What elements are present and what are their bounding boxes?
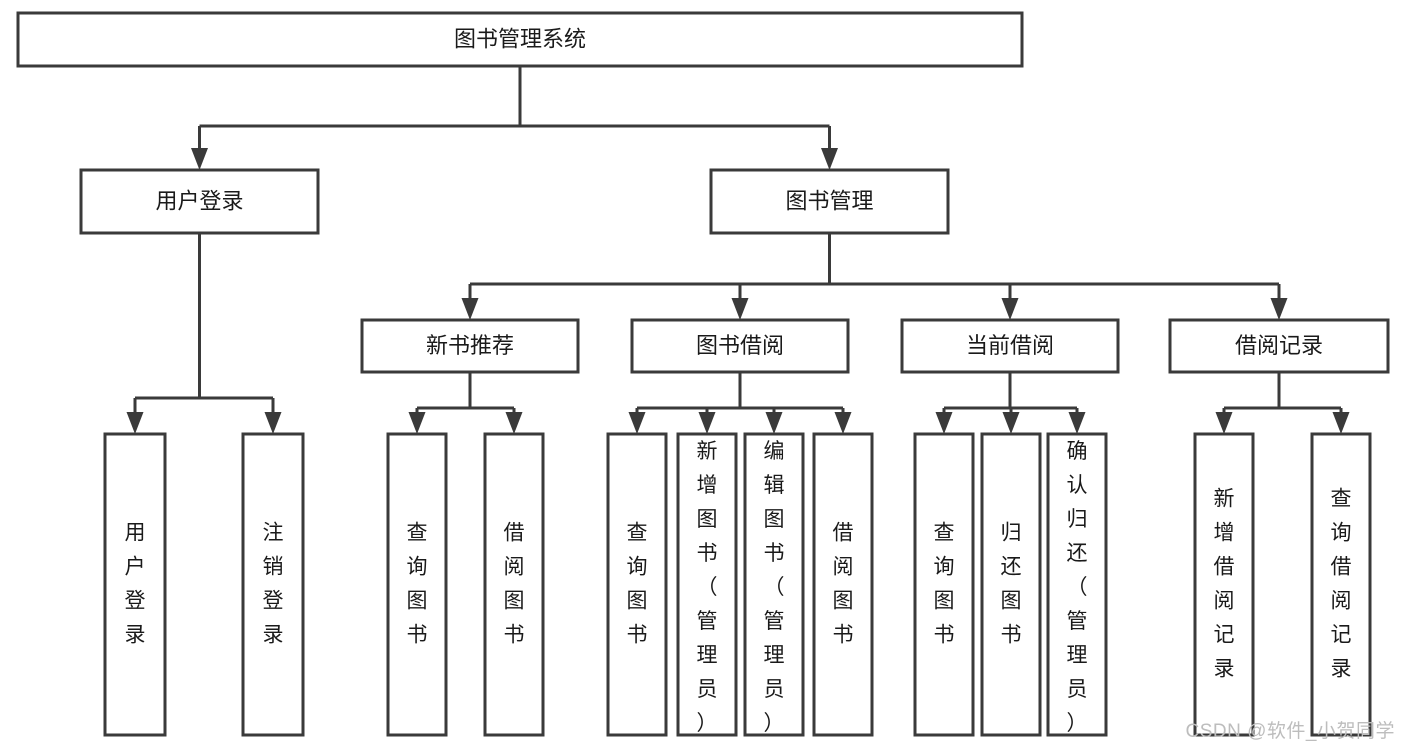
node-box[interactable]	[980, 432, 1042, 737]
node-box[interactable]	[709, 168, 950, 235]
arrowhead-icon	[765, 412, 783, 434]
node-label: 新书推荐	[426, 333, 514, 358]
node-bookmgmt[interactable]: 图书管理	[709, 168, 950, 235]
arrowhead-icon	[834, 412, 852, 434]
node-label: 查询图书	[407, 521, 428, 646]
arrowhead-icon	[1332, 412, 1350, 434]
node-root[interactable]: 图书管理系统	[16, 11, 1024, 68]
node-current[interactable]: 当前借阅	[900, 318, 1120, 374]
node-box[interactable]	[743, 432, 805, 737]
node-login[interactable]: 用户登录	[79, 168, 320, 235]
node-box[interactable]	[606, 432, 668, 737]
node-box[interactable]	[1046, 432, 1108, 737]
arrowhead-icon	[731, 298, 749, 320]
node-box[interactable]	[676, 432, 738, 737]
node-l-logout[interactable]: 注销登录	[241, 432, 305, 737]
node-box[interactable]	[1168, 318, 1390, 374]
connector-group-newbook	[408, 372, 523, 434]
node-label: 借阅图书	[833, 521, 854, 646]
node-label: 用户登录	[125, 521, 146, 646]
node-l-query1[interactable]: 查询图书	[386, 432, 448, 737]
node-label: 当前借阅	[966, 333, 1054, 358]
node-label: 借阅图书	[504, 521, 525, 646]
watermark-label: CSDN @软件_小贺同学	[1185, 721, 1395, 742]
arrowhead-icon	[628, 412, 646, 434]
node-box[interactable]	[1310, 432, 1372, 737]
node-box[interactable]	[1193, 432, 1255, 737]
node-l-borrow1[interactable]: 借阅图书	[483, 432, 545, 737]
connector-group-borrow	[628, 372, 852, 434]
node-box[interactable]	[630, 318, 850, 374]
node-label: 图书管理	[785, 188, 873, 213]
node-l-login[interactable]: 用户登录	[103, 432, 167, 737]
connector-layer	[126, 66, 1350, 434]
node-label: 确认归还（管理员）	[1067, 440, 1088, 735]
arrowhead-icon	[1068, 412, 1086, 434]
arrowhead-icon	[1002, 412, 1020, 434]
node-box[interactable]	[360, 318, 580, 374]
arrowhead-icon	[408, 412, 426, 434]
connector-group-login	[126, 233, 282, 434]
node-l-query2[interactable]: 查询图书	[606, 432, 668, 737]
node-label: 图书借阅	[696, 333, 784, 358]
node-label: 新增借阅记录	[1214, 487, 1235, 680]
node-label: 图书管理系统	[454, 26, 586, 51]
node-box[interactable]	[16, 11, 1024, 68]
connector-group-bookmgmt	[461, 233, 1288, 320]
arrowhead-icon	[264, 412, 282, 434]
node-label: 注销登录	[263, 521, 284, 646]
node-box[interactable]	[483, 432, 545, 737]
node-l-borrow2[interactable]: 借阅图书	[812, 432, 874, 737]
node-l-addrec[interactable]: 新增借阅记录	[1193, 432, 1255, 737]
node-l-confirm[interactable]: 确认归还（管理员）	[1046, 432, 1108, 737]
node-layer: 图书管理系统用户登录图书管理新书推荐图书借阅当前借阅借阅记录用户登录注销登录查询…	[16, 11, 1390, 737]
node-label: 借阅记录	[1235, 333, 1323, 358]
node-box[interactable]	[900, 318, 1120, 374]
arrowhead-icon	[935, 412, 953, 434]
connector-group-root	[191, 66, 838, 170]
arrowhead-icon	[821, 148, 838, 170]
node-borrow[interactable]: 图书借阅	[630, 318, 850, 374]
arrowhead-icon	[505, 412, 523, 434]
node-label: 查询图书	[934, 521, 955, 646]
node-label: 用户登录	[155, 188, 243, 213]
node-l-queryrec[interactable]: 查询借阅记录	[1310, 432, 1372, 737]
node-records[interactable]: 借阅记录	[1168, 318, 1390, 374]
connector-group-records	[1215, 372, 1350, 434]
node-box[interactable]	[913, 432, 975, 737]
node-box[interactable]	[386, 432, 448, 737]
arrowhead-icon	[1001, 298, 1019, 320]
connector-group-current	[935, 372, 1086, 434]
node-label: 查询借阅记录	[1331, 487, 1352, 680]
node-l-add[interactable]: 新增图书（管理员）	[676, 432, 738, 737]
arrowhead-icon	[1270, 298, 1288, 320]
node-box[interactable]	[812, 432, 874, 737]
arrowhead-icon	[1215, 412, 1233, 434]
node-l-return[interactable]: 归还图书	[980, 432, 1042, 737]
node-l-query3[interactable]: 查询图书	[913, 432, 975, 737]
arrowhead-icon	[126, 412, 144, 434]
node-label: 归还图书	[1001, 521, 1022, 646]
arrowhead-icon	[461, 298, 479, 320]
node-box[interactable]	[241, 432, 305, 737]
node-label: 查询图书	[627, 521, 648, 646]
arrowhead-icon	[191, 148, 208, 170]
node-label: 编辑图书（管理员）	[764, 440, 785, 735]
node-box[interactable]	[103, 432, 167, 737]
node-label: 新增图书（管理员）	[697, 440, 718, 735]
node-box[interactable]	[79, 168, 320, 235]
node-l-edit[interactable]: 编辑图书（管理员）	[743, 432, 805, 737]
arrowhead-icon	[698, 412, 716, 434]
node-newbook[interactable]: 新书推荐	[360, 318, 580, 374]
